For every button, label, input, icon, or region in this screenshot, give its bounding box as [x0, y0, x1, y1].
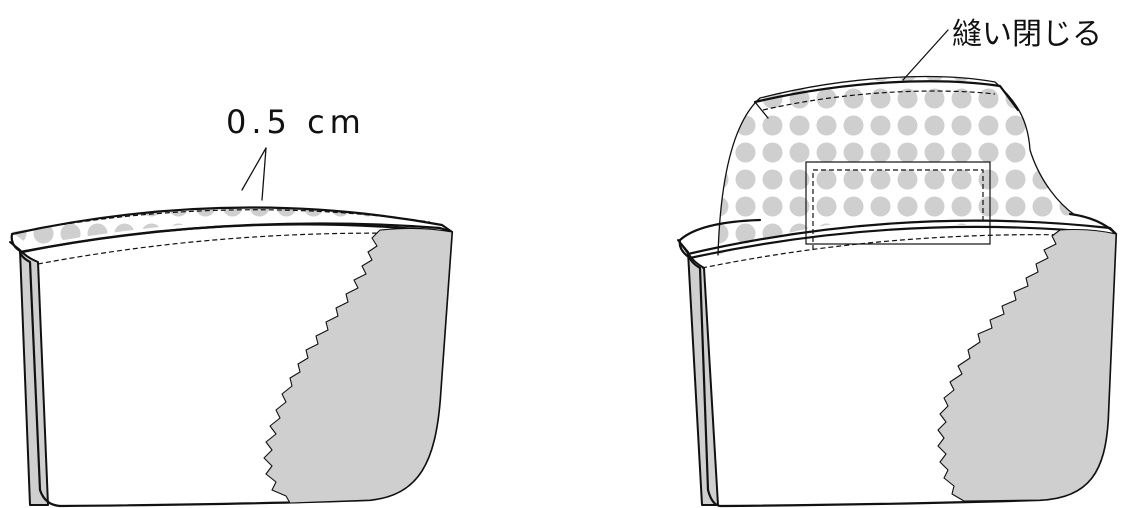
left-leader-line-1 [242, 148, 266, 190]
right-lining-panel [938, 230, 1116, 502]
left-gusset-strip [10, 242, 48, 505]
seam-allowance-label: 0.5 cm [226, 103, 366, 141]
left-leader-line-2 [262, 148, 266, 200]
right-pouch-figure [678, 30, 1116, 506]
sew-closed-label: 縫い閉じる [952, 17, 1102, 52]
left-pouch-figure [10, 148, 452, 506]
left-lining-panel [264, 228, 452, 503]
right-leader-line [903, 30, 948, 80]
right-gusset-strip [678, 240, 718, 505]
